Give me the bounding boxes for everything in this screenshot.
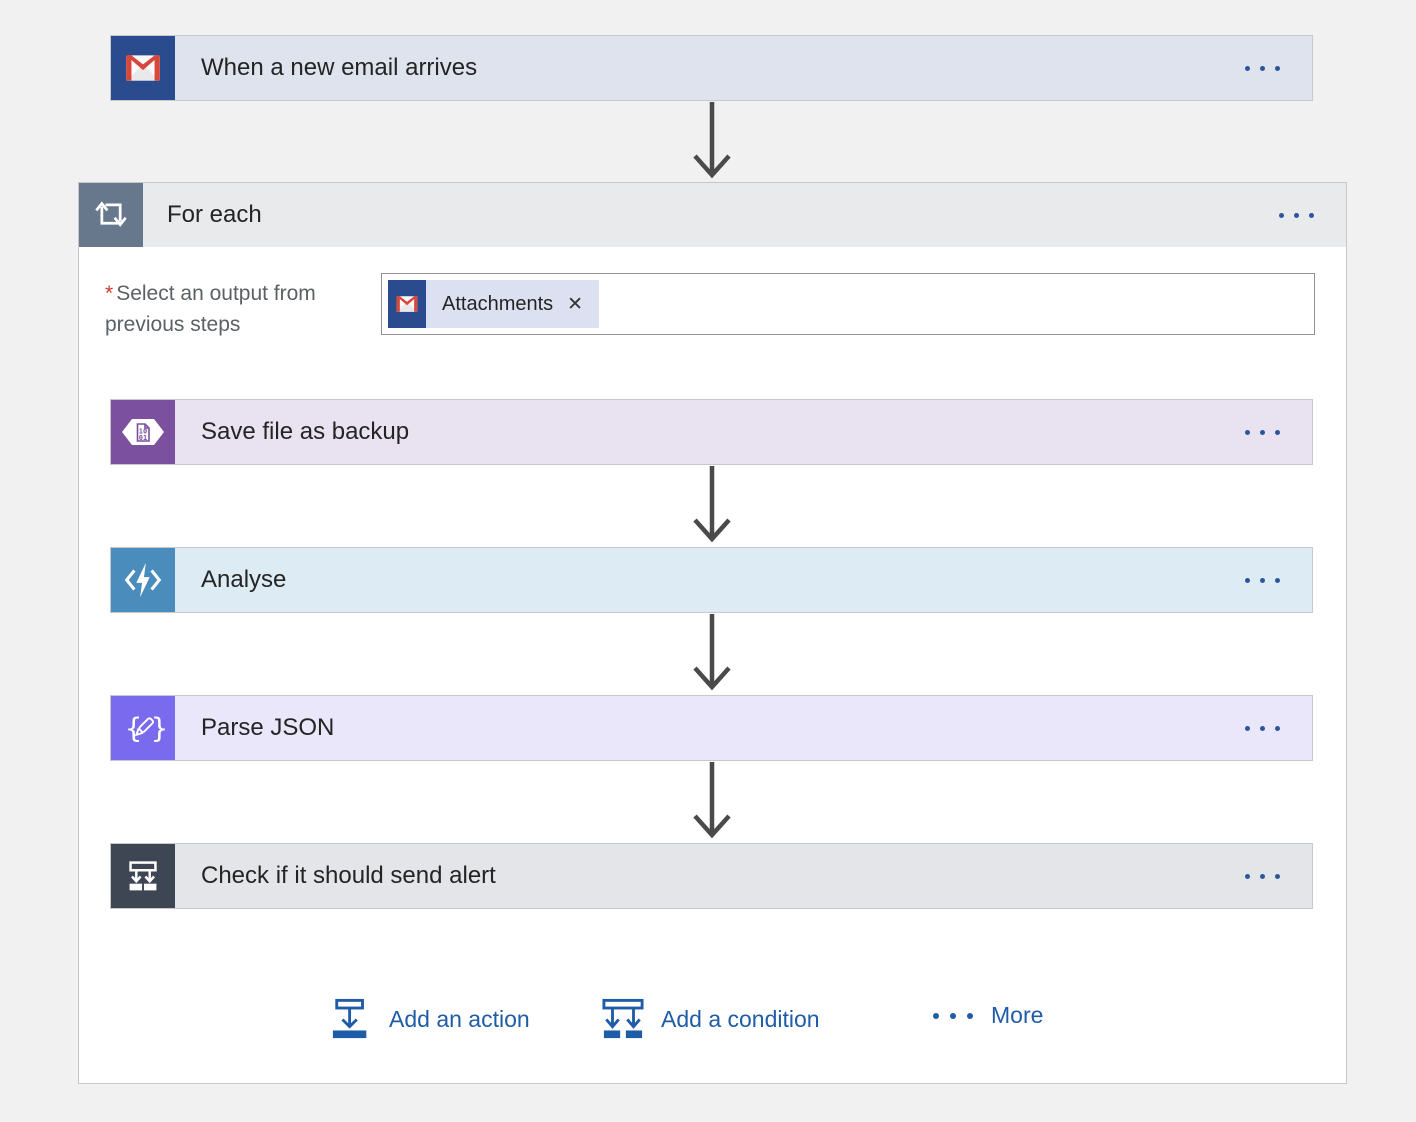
output-selector-input[interactable]: Attachments ✕ <box>381 273 1315 335</box>
add-condition-icon <box>602 998 644 1039</box>
foreach-header[interactable]: For each <box>79 183 1346 247</box>
required-asterisk: * <box>105 282 114 305</box>
foreach-title: For each <box>167 201 262 228</box>
gmail-icon <box>111 36 175 100</box>
add-action-icon <box>332 998 367 1039</box>
action-card-parse-json[interactable]: { } Parse JSON <box>111 696 1312 760</box>
action-more-menu-icon[interactable] <box>1243 570 1282 591</box>
action-more-menu-icon[interactable] <box>1243 718 1282 739</box>
binary-file-icon: 10 01 <box>111 400 175 464</box>
function-bolt-icon <box>111 548 175 612</box>
action-more-menu-icon[interactable] <box>1243 422 1282 443</box>
trigger-card-more-menu-icon[interactable] <box>1243 58 1282 79</box>
flow-arrow <box>693 102 731 179</box>
trigger-card-new-email[interactable]: When a new email arrives <box>111 36 1312 100</box>
flow-arrow <box>693 466 731 543</box>
action-more-menu-icon[interactable] <box>1243 866 1282 887</box>
more-dots-icon <box>933 1012 973 1019</box>
action-card-title: Save file as backup <box>201 418 410 445</box>
condition-icon <box>111 844 175 908</box>
svg-text:{: { <box>125 712 143 745</box>
add-action-button[interactable]: Add an action <box>330 998 530 1040</box>
gmail-icon <box>388 280 426 328</box>
foreach-more-menu-icon[interactable] <box>1277 205 1316 226</box>
action-card-title: Parse JSON <box>201 714 335 741</box>
action-card-analyse[interactable]: Analyse <box>111 548 1312 612</box>
action-card-title: Analyse <box>201 566 287 593</box>
more-button[interactable]: More <box>933 1002 1043 1029</box>
output-selector-label: *Select an output from previous steps <box>105 278 380 340</box>
action-card-condition[interactable]: Check if it should send alert <box>111 844 1312 908</box>
action-card-save-file[interactable]: 10 01 Save file as backup <box>111 400 1312 464</box>
attachments-token-label: Attachments <box>442 292 554 315</box>
add-condition-label: Add a condition <box>661 1005 820 1032</box>
trigger-card-title: When a new email arrives <box>201 54 478 81</box>
svg-text:}: } <box>151 712 166 745</box>
svg-text:10: 10 <box>139 428 147 436</box>
add-action-label: Add an action <box>389 1005 530 1032</box>
flow-arrow <box>693 614 731 691</box>
output-selector-label-text: Select an output from previous steps <box>105 282 316 336</box>
more-label: More <box>991 1002 1044 1028</box>
svg-text:01: 01 <box>139 434 147 442</box>
flow-arrow <box>693 762 731 839</box>
parse-json-icon: { } <box>111 696 175 760</box>
attachments-token[interactable]: Attachments ✕ <box>388 280 600 328</box>
action-card-title: Check if it should send alert <box>201 862 496 889</box>
add-condition-button[interactable]: Add a condition <box>600 998 820 1040</box>
token-remove-icon[interactable]: ✕ <box>567 293 584 315</box>
foreach-loop-icon <box>79 183 143 247</box>
